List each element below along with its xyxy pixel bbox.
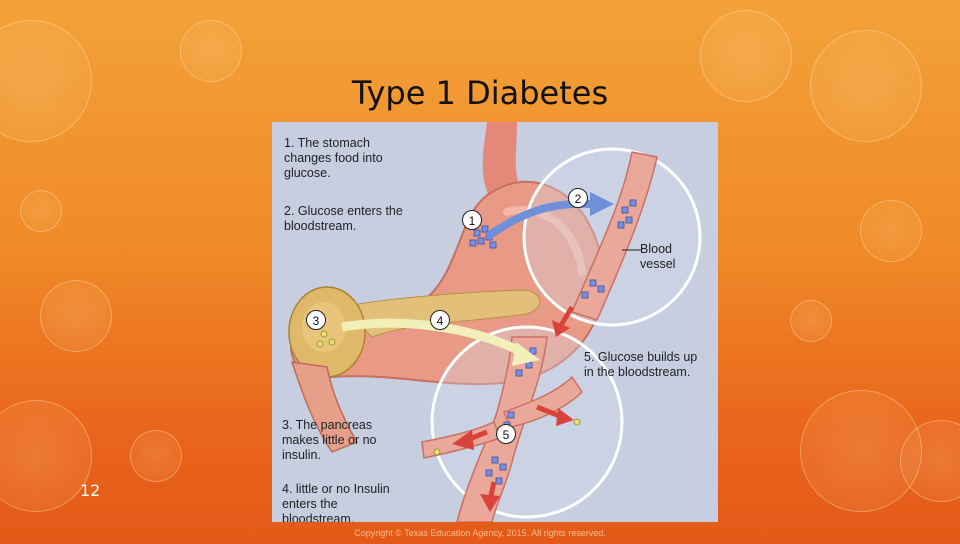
- marker-4: 4: [430, 310, 450, 330]
- marker-5: 5: [496, 424, 516, 444]
- label-step4: 4. little or no Insulin enters the blood…: [282, 482, 412, 522]
- slide-number: 12: [80, 481, 100, 500]
- marker-2: 2: [568, 188, 588, 208]
- decor-bubble: [40, 280, 112, 352]
- decor-bubble: [20, 190, 62, 232]
- marker-3: 3: [306, 310, 326, 330]
- decor-bubble: [130, 430, 182, 482]
- decor-bubble: [790, 300, 832, 342]
- marker-1: 1: [462, 210, 482, 230]
- decor-bubble: [180, 20, 242, 82]
- label-blood-vessel: Blood vessel: [640, 242, 688, 272]
- slide-title: Type 1 Diabetes: [0, 74, 960, 112]
- copyright-footer: Copyright © Texas Education Agency, 2015…: [0, 528, 960, 538]
- label-step2: 2. Glucose enters the bloodstream.: [284, 204, 404, 234]
- label-step1: 1. The stomach changes food into glucose…: [284, 136, 394, 181]
- decor-bubble: [0, 400, 92, 512]
- label-step5: 5. Glucose builds up in the bloodstream.: [584, 350, 704, 380]
- decor-bubble: [860, 200, 922, 262]
- diabetes-illustration: 1. The stomach changes food into glucose…: [272, 122, 718, 522]
- label-step3: 3. The pancreas makes little or no insul…: [282, 418, 390, 463]
